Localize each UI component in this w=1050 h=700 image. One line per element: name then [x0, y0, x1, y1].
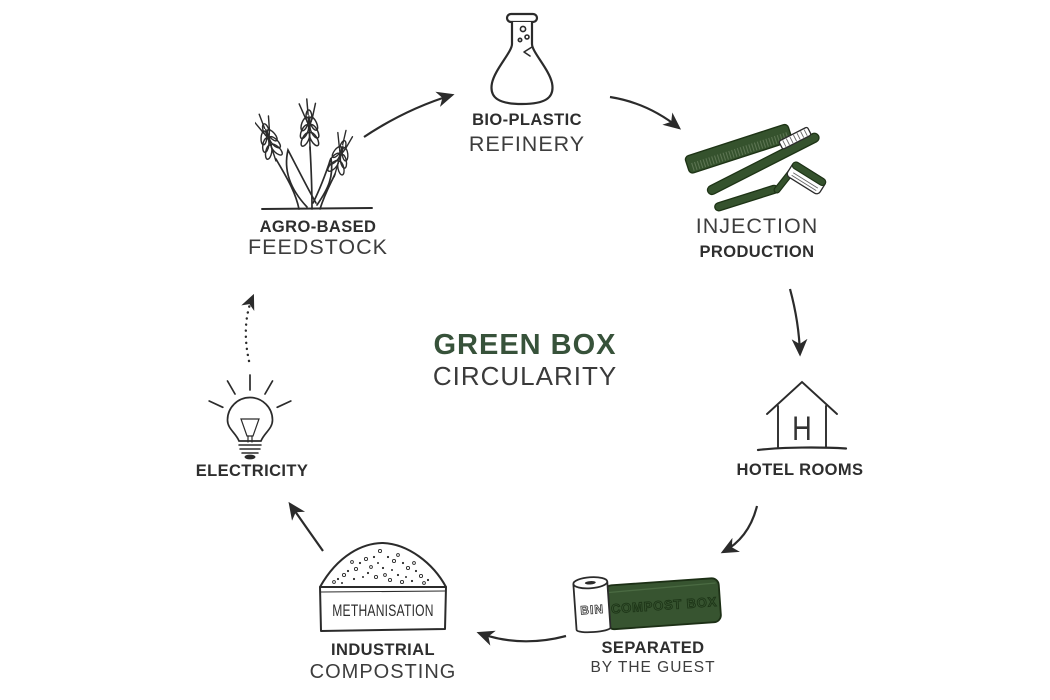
arrow-refinery-to-injection: [609, 95, 682, 130]
composting-line1: INDUSTRIAL: [331, 641, 435, 659]
bin-label: BIN: [580, 602, 605, 618]
node-hotel: HOTEL ROOMS: [700, 460, 900, 480]
composting-line2: COMPOSTING: [309, 661, 457, 683]
refinery-line1: BIO-PLASTIC: [472, 111, 582, 129]
arrow-feedstock-to-refinery: [363, 91, 455, 138]
arrow-electricity-to-feedstock-dotted: [241, 293, 255, 363]
arrow-separated-to-composting: [476, 630, 567, 646]
node-electricity: ELECTRICITY: [152, 461, 352, 481]
injection-line1: INJECTION: [695, 214, 819, 238]
wheat-icon: [255, 97, 373, 210]
title-line2: CIRCULARITY: [432, 361, 618, 391]
arrow-injection-to-hotel: [788, 288, 808, 357]
feedstock-line2: FEEDSTOCK: [247, 235, 388, 259]
razor-shape: [714, 161, 827, 212]
compost-box-icon: COMPOST BOX BIN: [572, 576, 722, 634]
separated-line2: BY THE GUEST: [590, 659, 716, 676]
lightbulb-icon: [208, 374, 292, 460]
injection-line2: PRODUCTION: [699, 243, 815, 261]
node-separated: SEPARATED BY THE GUEST: [553, 638, 753, 677]
electricity-line1: ELECTRICITY: [195, 462, 309, 480]
house-icon: H: [756, 380, 848, 452]
hotel-line1: HOTEL ROOMS: [736, 461, 864, 479]
methanisation-icon: METHANISATION: [319, 542, 447, 632]
node-refinery: BIO-PLASTIC REFINERY: [427, 110, 627, 156]
arrow-hotel-to-separated: [720, 505, 759, 554]
diagram-title: GREEN BOX CIRCULARITY: [375, 329, 675, 392]
title-line1: GREEN BOX: [433, 329, 617, 361]
node-feedstock: AGRO-BASED FEEDSTOCK: [218, 217, 418, 259]
node-composting: INDUSTRIAL COMPOSTING: [283, 640, 483, 684]
refinery-line2: REFINERY: [468, 132, 586, 156]
methanisation-label: METHANISATION: [332, 602, 434, 620]
grooming-products-icon: [684, 123, 827, 212]
node-injection: INJECTION PRODUCTION: [657, 214, 857, 262]
flask-icon: [490, 12, 554, 106]
separated-line1: SEPARATED: [601, 639, 705, 657]
arrow-composting-to-electricity: [288, 501, 324, 552]
house-letter: H: [792, 409, 812, 448]
feedstock-line1: AGRO-BASED: [259, 218, 377, 236]
